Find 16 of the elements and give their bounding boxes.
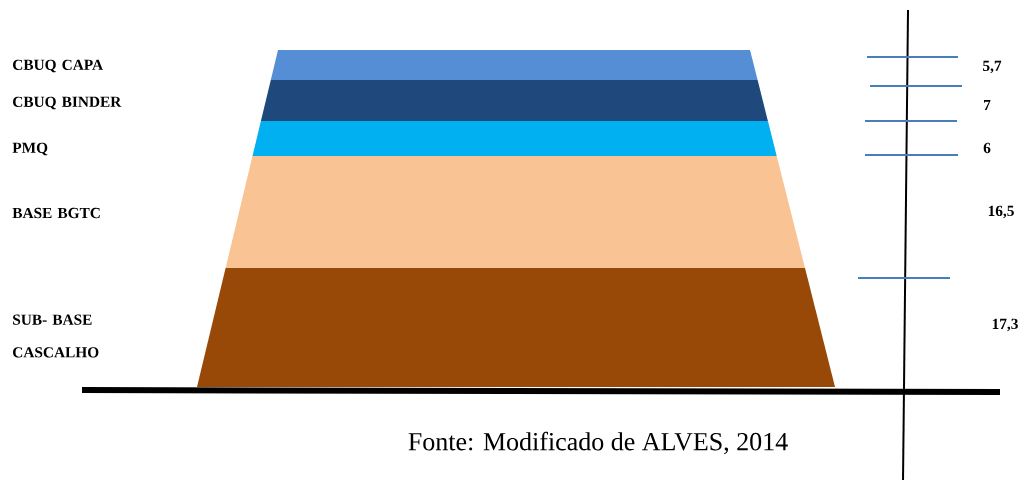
layer-label: BASE BGTC (12, 207, 100, 219)
layer-label: SUB- BASE CASCALHO (13, 314, 99, 358)
layer-label: CBUQ BINDER (13, 96, 122, 110)
thickness-label: 5,7 (983, 60, 1002, 74)
caption: Fonte: Modificado de ALVES, 2014 (408, 431, 788, 455)
pavement-layer (252, 121, 777, 156)
pavement-layer (197, 268, 835, 387)
pavement-layer (225, 156, 805, 268)
pavement-layer (270, 50, 758, 80)
layer-label: CBUQ CAPA (13, 59, 103, 73)
thickness-label: 6 (983, 142, 991, 154)
layer-label: PMQ (12, 142, 48, 156)
thickness-label: 7 (984, 100, 991, 110)
pavement-layer (260, 80, 768, 121)
thickness-label: 16,5 (988, 205, 1014, 219)
thickness-label: 17,3 (992, 318, 1018, 332)
